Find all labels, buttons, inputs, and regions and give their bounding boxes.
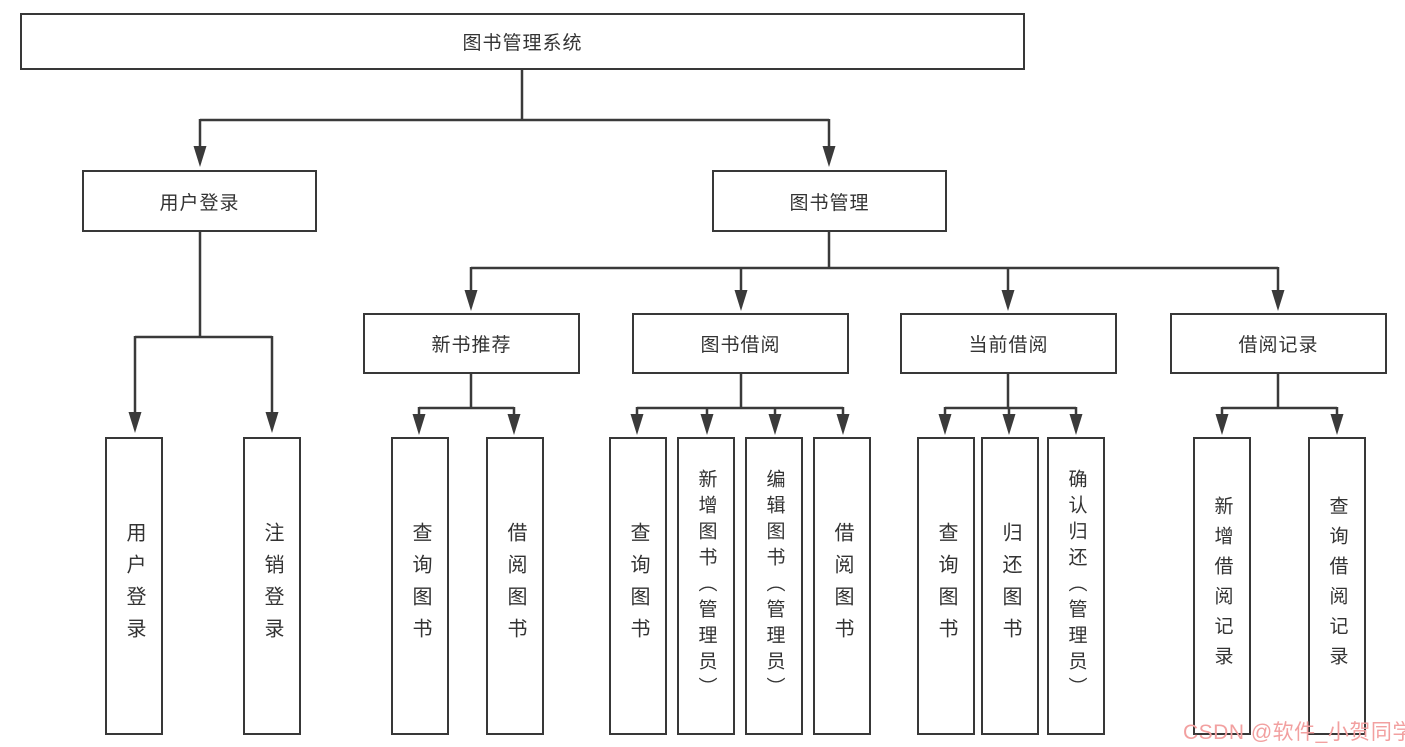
- leaf-query-book-2: 查询图书: [609, 437, 667, 735]
- leaf-borrow-book-1: 借阅图书: [486, 437, 544, 735]
- leaf-logout: 注销登录: [243, 437, 301, 735]
- leaf-query-borrow-record: 查询借阅记录: [1308, 437, 1366, 735]
- leaf-query-book-3: 查询图书: [917, 437, 975, 735]
- node-book-borrow: 图书借阅: [632, 313, 849, 374]
- leaf-add-book-admin: 新增图书（管理员）: [677, 437, 735, 735]
- leaf-borrow-book-2: 借阅图书: [813, 437, 871, 735]
- node-user-login-branch: 用户登录: [82, 170, 317, 232]
- node-borrow-record: 借阅记录: [1170, 313, 1387, 374]
- leaf-edit-book-admin: 编辑图书（管理员）: [745, 437, 803, 735]
- leaf-add-borrow-record: 新增借阅记录: [1193, 437, 1251, 735]
- leaf-confirm-return-admin: 确认归还（管理员）: [1047, 437, 1105, 735]
- leaf-user-login: 用户登录: [105, 437, 163, 735]
- leaf-return-book: 归还图书: [981, 437, 1039, 735]
- node-root: 图书管理系统: [20, 13, 1025, 70]
- watermark: CSDN @软件_小贺同学: [1183, 721, 1405, 744]
- node-current-borrow: 当前借阅: [900, 313, 1117, 374]
- leaf-query-book-1: 查询图书: [391, 437, 449, 735]
- node-book-management-branch: 图书管理: [712, 170, 947, 232]
- node-new-book-recommend: 新书推荐: [363, 313, 580, 374]
